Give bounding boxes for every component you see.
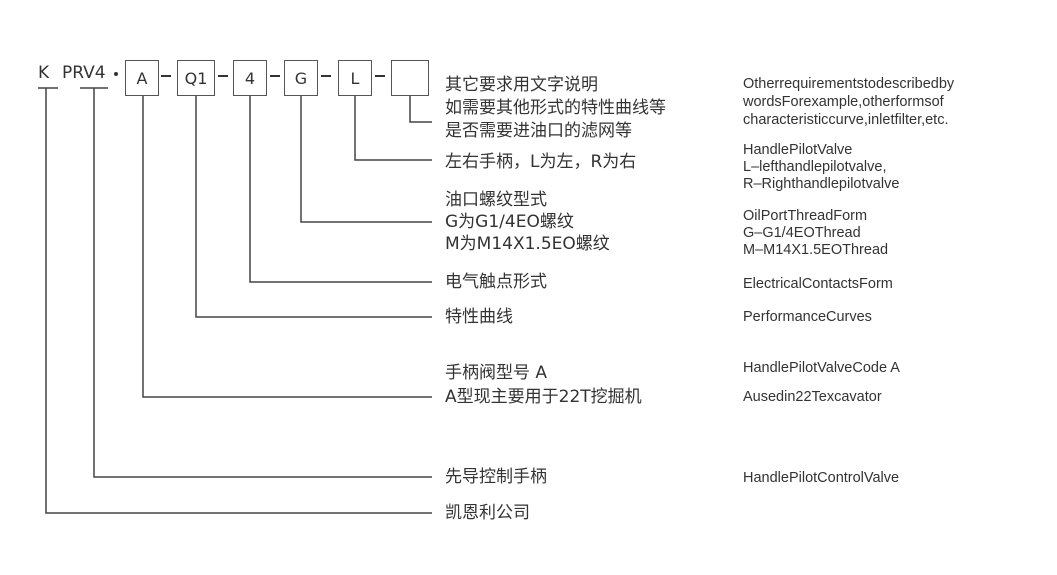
thread-cn-3: M为M14X1.5EO螺纹 <box>445 234 610 254</box>
other-en-2: wordsForexample,otherformsof <box>743 94 944 110</box>
code-dash <box>161 75 171 77</box>
code-box-type: A <box>125 60 159 96</box>
code-series: PRV4 <box>62 63 106 83</box>
handle-cn-1: 左右手柄，L为左，R为右 <box>445 152 637 172</box>
thread-en-2: G–G1/4EOThread <box>743 225 861 241</box>
code-dash <box>321 75 331 77</box>
contacts-cn: 电气触点形式 <box>445 272 547 292</box>
company-cn: 凯恩利公司 <box>445 503 530 523</box>
code-dot <box>114 72 118 76</box>
other-en-3: characteristiccurve,inletfilter,etc. <box>743 112 949 128</box>
curve-en: PerformanceCurves <box>743 309 872 325</box>
code-dash <box>218 75 228 77</box>
code-dash <box>270 75 280 77</box>
code-box-other <box>391 60 429 96</box>
thread-cn-1: 油口螺纹型式 <box>445 190 547 210</box>
handle-en-3: R–Righthandlepilotvalve <box>743 176 900 192</box>
code-box-thread: G <box>284 60 318 96</box>
leader-k <box>45 88 432 514</box>
code-k: K <box>38 63 50 83</box>
other-cn-3: 是否需要进油口的滤网等 <box>445 121 632 141</box>
series-en: HandlePilotControlValve <box>743 470 900 486</box>
curve-cn: 特性曲线 <box>445 307 513 327</box>
leader-handle <box>354 96 432 161</box>
leader-contacts <box>249 96 432 283</box>
type-cn-1: 手柄阀型号 A <box>445 363 548 383</box>
code-box-curve: Q1 <box>177 60 215 96</box>
type-en-1: HandlePilotValveCode A <box>743 360 900 376</box>
leader-type <box>142 96 432 398</box>
code-box-handle: L <box>338 60 372 96</box>
series-cn: 先导控制手柄 <box>445 467 547 487</box>
thread-cn-2: G为G1/4EO螺纹 <box>445 212 574 232</box>
leader-series <box>93 88 432 478</box>
code-dash <box>375 75 385 77</box>
leader-curve <box>195 96 432 318</box>
contacts-en: ElectricalContactsForm <box>743 276 893 292</box>
code-box-contacts: 4 <box>233 60 267 96</box>
other-cn-1: 其它要求用文字说明 <box>445 75 598 95</box>
thread-en-3: M–M14X1.5EOThread <box>743 242 889 258</box>
type-cn-2: A型现主要用于22T挖掘机 <box>445 387 642 407</box>
leader-other <box>409 96 432 123</box>
leader-thread <box>300 96 432 223</box>
handle-en-1: HandlePilotValve <box>743 142 853 158</box>
other-en-1: Otherrequirementstodescribedby <box>743 76 955 92</box>
thread-en-1: OilPortThreadForm <box>743 208 868 224</box>
type-en-2: Ausedin22Texcavator <box>743 389 882 405</box>
other-cn-2: 如需要其他形式的特性曲线等 <box>445 98 666 118</box>
handle-en-2: L–lefthandlepilotvalve, <box>743 159 887 175</box>
